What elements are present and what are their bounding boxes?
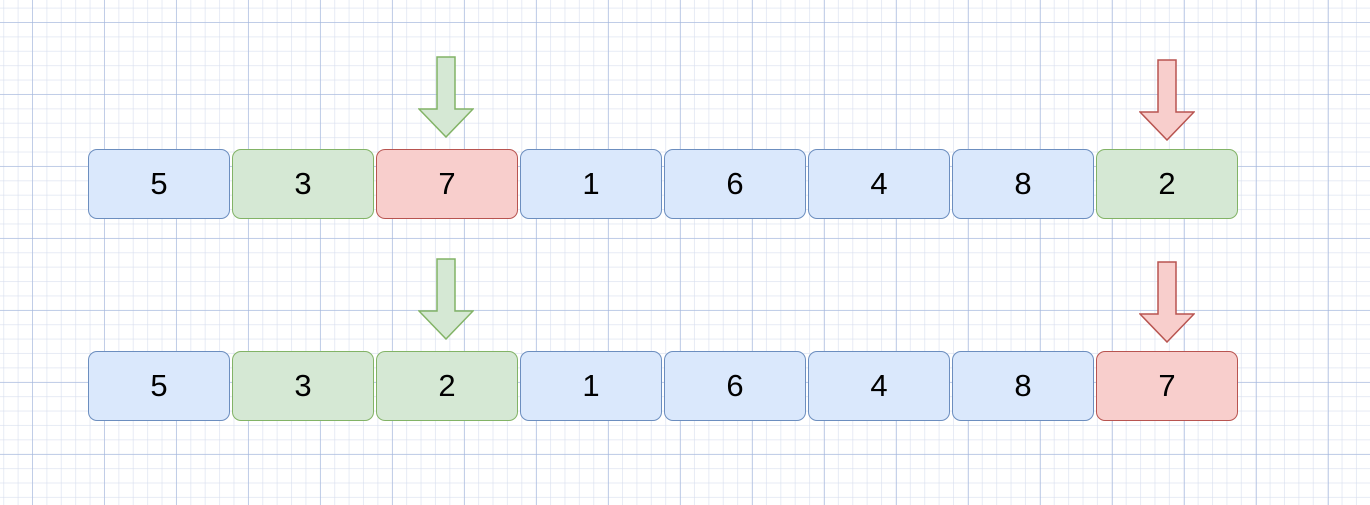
cell-value: 1 xyxy=(582,368,600,403)
array-cell: 3 xyxy=(232,149,374,219)
pointer-arrow-icon-green xyxy=(418,258,474,340)
cell-value: 8 xyxy=(1014,166,1032,201)
array-cell: 4 xyxy=(808,351,950,421)
array-cell: 7 xyxy=(376,149,518,219)
array-cell: 3 xyxy=(232,351,374,421)
pointer-arrow-icon-red xyxy=(1139,261,1195,343)
array-cell: 1 xyxy=(520,149,662,219)
cell-value: 7 xyxy=(1158,368,1176,403)
array-cell: 8 xyxy=(952,351,1094,421)
cell-value: 3 xyxy=(294,166,312,201)
cell-value: 3 xyxy=(294,368,312,403)
cell-value: 1 xyxy=(582,166,600,201)
cell-value: 5 xyxy=(150,368,168,403)
cell-value: 6 xyxy=(726,368,744,403)
cell-value: 4 xyxy=(870,368,888,403)
pointer-arrow-icon-green xyxy=(418,56,474,138)
array-row-2: 5 3 2 1 6 4 8 7 xyxy=(88,351,1240,423)
cell-value: 4 xyxy=(870,166,888,201)
array-cell: 2 xyxy=(1096,149,1238,219)
array-cell: 2 xyxy=(376,351,518,421)
cell-value: 8 xyxy=(1014,368,1032,403)
array-cell: 5 xyxy=(88,351,230,421)
cell-value: 2 xyxy=(1158,166,1176,201)
cell-value: 7 xyxy=(438,166,456,201)
array-cell: 4 xyxy=(808,149,950,219)
cell-value: 6 xyxy=(726,166,744,201)
cell-value: 5 xyxy=(150,166,168,201)
array-cell: 5 xyxy=(88,149,230,219)
array-cell: 6 xyxy=(664,351,806,421)
array-cell: 6 xyxy=(664,149,806,219)
array-cell: 8 xyxy=(952,149,1094,219)
cell-value: 2 xyxy=(438,368,456,403)
array-cell: 7 xyxy=(1096,351,1238,421)
array-cell: 1 xyxy=(520,351,662,421)
pointer-arrow-icon-red xyxy=(1139,59,1195,141)
array-row-1: 5 3 7 1 6 4 8 2 xyxy=(88,149,1240,221)
